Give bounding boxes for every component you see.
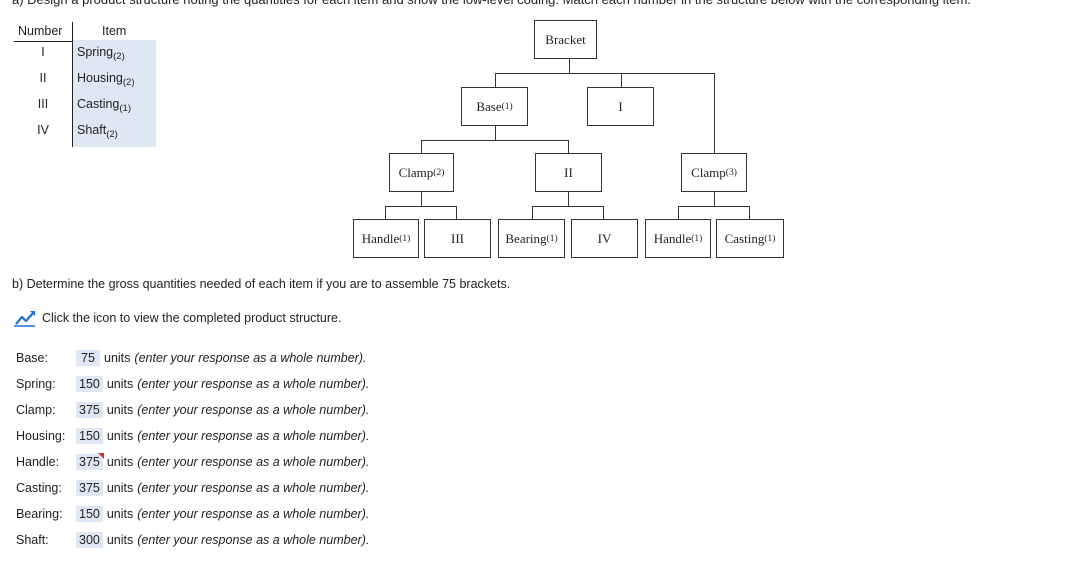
connector-line (714, 192, 715, 206)
node-handle: Handle(1) (353, 219, 419, 258)
col-header-number: Number (18, 24, 63, 38)
entry-hint: (enter your response as a whole number). (137, 533, 370, 547)
answer-label: Shaft: (16, 533, 49, 547)
answer-row: Casting: 375 units (enter your response … (16, 479, 369, 497)
connector-line (421, 140, 422, 153)
units-text: units (106, 429, 134, 443)
node-clamp-2: Clamp(2) (389, 153, 454, 192)
connector-line (678, 206, 750, 207)
answer-row: Base: 75 units (enter your response as a… (16, 349, 366, 367)
answer-row: Handle: 375 units (enter your response a… (16, 453, 369, 471)
connector-line (385, 206, 386, 219)
units-text: units (104, 351, 131, 365)
answer-row: Clamp: 375 units (enter your response as… (16, 401, 369, 419)
units-text: units (106, 455, 134, 469)
incorrect-flag (97, 453, 104, 459)
answer-label: Handle: (16, 455, 60, 469)
header-underline (14, 41, 72, 42)
units-text: units (106, 533, 134, 547)
connector-line (714, 73, 715, 153)
connector-line (495, 73, 496, 87)
answer-input[interactable]: 375 (76, 402, 103, 418)
connector-line (456, 206, 457, 219)
answer-row: Bearing: 150 units (enter your response … (16, 505, 369, 523)
answer-row: Shaft: 300 units (enter your response as… (16, 531, 369, 549)
col-header-item: Item (102, 24, 127, 38)
entry-hint: (enter your response as a whole number). (137, 377, 370, 391)
entry-hint: (enter your response as a whole number). (137, 455, 370, 469)
units-text: units (106, 481, 134, 495)
connector-line (749, 206, 750, 219)
entry-hint: (enter your response as a whole number). (137, 429, 370, 443)
answer-label: Casting: (16, 481, 62, 495)
connector-line (678, 206, 679, 219)
connector-line (532, 206, 604, 207)
answer-input[interactable]: 150 (76, 506, 103, 522)
table-row-item[interactable]: Spring(2) (77, 45, 125, 62)
answer-row: Spring: 150 units (enter your response a… (16, 375, 369, 393)
node-slot-iii[interactable]: III (424, 219, 491, 258)
answer-input[interactable]: 150 (76, 428, 103, 444)
node-bracket: Bracket (534, 20, 597, 59)
hint-text: Click the icon to view the completed pro… (42, 311, 342, 325)
connector-line (495, 125, 496, 140)
column-divider (72, 22, 73, 147)
node-handle: Handle(1) (645, 219, 711, 258)
table-row-item[interactable]: Housing(2) (77, 71, 135, 88)
answer-label: Spring: (16, 377, 56, 391)
node-bearing: Bearing(1) (498, 219, 565, 258)
connector-line (568, 192, 569, 206)
table-row-item[interactable]: Casting(1) (77, 97, 132, 114)
units-text: units (106, 377, 134, 391)
node-slot-iv[interactable]: IV (571, 219, 638, 258)
connector-line (569, 59, 570, 73)
items-background (73, 40, 156, 147)
part-b-question: b) Determine the gross quantities needed… (12, 277, 511, 291)
question-header: a) Design a product structure noting the… (12, 0, 1082, 8)
table-row-number: III (37, 97, 49, 111)
view-structure-hint: Click the icon to view the completed pro… (14, 309, 341, 327)
connector-line (568, 140, 569, 153)
table-row-number: II (39, 71, 47, 85)
connector-line (385, 206, 457, 207)
connector-line (532, 206, 533, 219)
connector-line (603, 206, 604, 219)
answer-input[interactable]: 75 (76, 350, 100, 366)
answer-input[interactable]: 300 (76, 532, 103, 548)
node-casting: Casting(1) (716, 219, 784, 258)
table-row-item[interactable]: Shaft(2) (77, 123, 118, 140)
answer-input[interactable]: 375 (76, 480, 103, 496)
answer-label: Housing: (16, 429, 66, 443)
table-row-number: IV (37, 123, 49, 137)
units-text: units (106, 403, 134, 417)
answer-label: Clamp: (16, 403, 56, 417)
connector-line (495, 73, 715, 74)
entry-hint: (enter your response as a whole number). (137, 403, 370, 417)
connector-line (421, 140, 569, 141)
entry-hint: (enter your response as a whole number). (137, 481, 370, 495)
node-slot-ii[interactable]: II (535, 153, 602, 192)
answer-label: Base: (16, 351, 48, 365)
table-row-number: I (41, 45, 45, 59)
units-text: units (106, 507, 134, 521)
node-clamp-3: Clamp(3) (681, 153, 747, 192)
connector-line (621, 73, 622, 87)
answer-input[interactable]: 375 (76, 453, 104, 470)
chart-icon[interactable] (14, 309, 36, 327)
answer-row: Housing: 150 units (enter your response … (16, 427, 369, 445)
answer-input[interactable]: 150 (76, 376, 103, 392)
answer-label: Bearing: (16, 507, 63, 521)
node-slot-i[interactable]: I (587, 87, 654, 126)
connector-line (421, 192, 422, 206)
entry-hint: (enter your response as a whole number). (134, 351, 367, 365)
node-base: Base(1) (461, 87, 528, 126)
entry-hint: (enter your response as a whole number). (137, 507, 370, 521)
